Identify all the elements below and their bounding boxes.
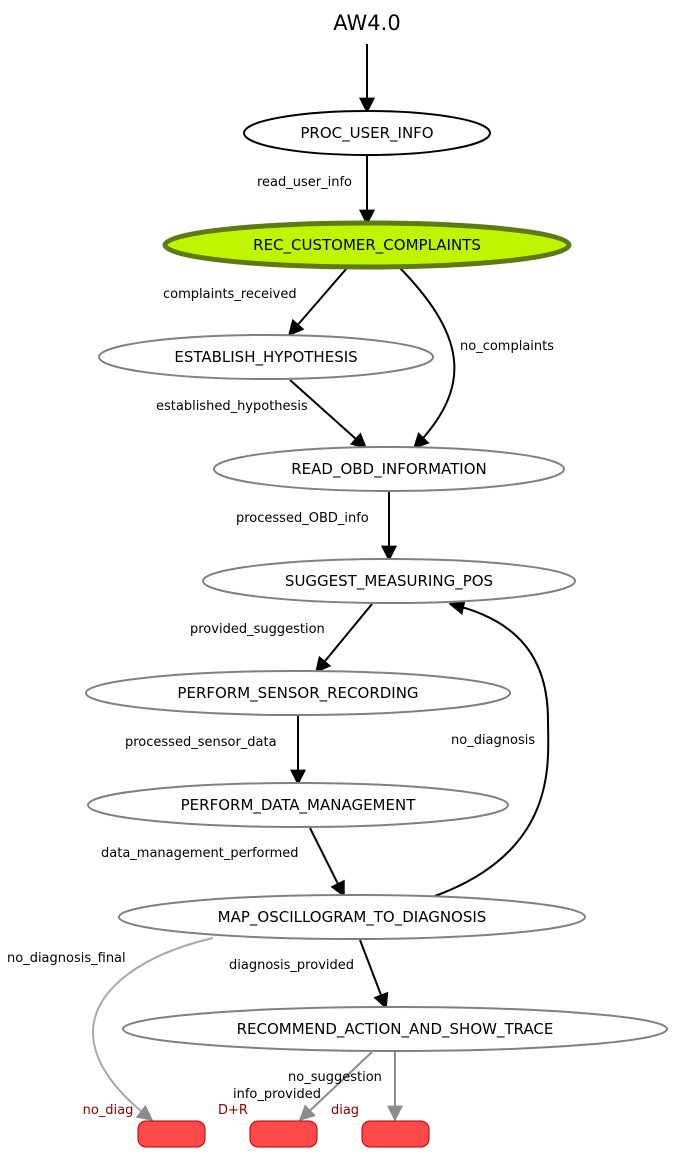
node-label: RECOMMEND_ACTION_AND_SHOW_TRACE xyxy=(237,1020,554,1039)
edge-label-established-hypothesis: established_hypothesis xyxy=(156,399,308,414)
node-proc-user-info[interactable]: PROC_USER_INFO xyxy=(243,110,491,156)
node-suggest-measuring-pos[interactable]: SUGGEST_MEASURING_POS xyxy=(202,558,576,604)
node-label: REC_CUSTOMER_COMPLAINTS xyxy=(253,236,481,255)
edge-label-no-suggestion: no_suggestion xyxy=(288,1070,382,1085)
edge-no-diagnosis-final xyxy=(91,937,214,1121)
edge-label-read-user-info: read_user_info xyxy=(257,175,352,190)
edge-provided-suggestion xyxy=(314,603,373,674)
diagram-title: AW4.0 xyxy=(333,11,400,35)
node-establish-hypothesis[interactable]: ESTABLISH_HYPOTHESIS xyxy=(98,334,434,380)
end-label-d-r: D+R xyxy=(218,1103,248,1118)
end-state-diag[interactable] xyxy=(361,1120,430,1148)
end-label-no-diag: no_diag xyxy=(83,1103,134,1118)
edge-label-complaints-received: complaints_received xyxy=(163,287,297,302)
edge-data-management-performed xyxy=(309,827,345,898)
edge-label-provided-suggestion: provided_suggestion xyxy=(190,622,325,637)
node-map-oscillogram-to-diagnosis[interactable]: MAP_OSCILLOGRAM_TO_DIAGNOSIS xyxy=(118,894,586,940)
end-state-d-r[interactable] xyxy=(249,1120,318,1148)
edge-no-diagnosis xyxy=(434,599,550,897)
node-label: PERFORM_DATA_MANAGEMENT xyxy=(181,796,417,815)
edge-label-data-management-performed: data_management_performed xyxy=(101,846,299,861)
node-perform-sensor-recording[interactable]: PERFORM_SENSOR_RECORDING xyxy=(85,670,511,716)
node-rec-customer-complaints[interactable]: REC_CUSTOMER_COMPLAINTS xyxy=(162,220,572,270)
node-label: PROC_USER_INFO xyxy=(300,124,433,143)
node-perform-data-management[interactable]: PERFORM_DATA_MANAGEMENT xyxy=(87,782,509,828)
end-state-no-diag[interactable] xyxy=(137,1120,206,1148)
edge-label-no-diagnosis-final: no_diagnosis_final xyxy=(7,951,126,966)
end-label-diag: diag xyxy=(331,1103,359,1118)
edge-established-hypothesis xyxy=(289,379,368,450)
edge-label-diagnosis-provided: diagnosis_provided xyxy=(229,958,354,973)
node-label: SUGGEST_MEASURING_POS xyxy=(285,572,493,591)
edge-diagnosis-provided xyxy=(359,939,389,1010)
node-label: READ_OBD_INFORMATION xyxy=(291,460,487,479)
node-label: MAP_OSCILLOGRAM_TO_DIAGNOSIS xyxy=(218,908,487,927)
edge-label-processed-obd-info: processed_OBD_info xyxy=(236,511,369,526)
edge-label-info-provided: info_provided xyxy=(233,1087,321,1102)
edge-label-no-diagnosis: no_diagnosis xyxy=(451,733,535,748)
node-recommend-action-and-show-trace[interactable]: RECOMMEND_ACTION_AND_SHOW_TRACE xyxy=(122,1006,668,1052)
edge-complaints-received xyxy=(287,267,348,337)
node-label: PERFORM_SENSOR_RECORDING xyxy=(177,684,418,703)
node-label: ESTABLISH_HYPOTHESIS xyxy=(174,348,357,367)
edge-no-complaints xyxy=(399,267,456,450)
edge-info-provided xyxy=(298,1051,373,1122)
edge-label-no-complaints: no_complaints xyxy=(460,339,554,354)
edge-label-processed-sensor-data: processed_sensor_data xyxy=(125,735,277,750)
node-read-obd-information[interactable]: READ_OBD_INFORMATION xyxy=(213,446,565,492)
